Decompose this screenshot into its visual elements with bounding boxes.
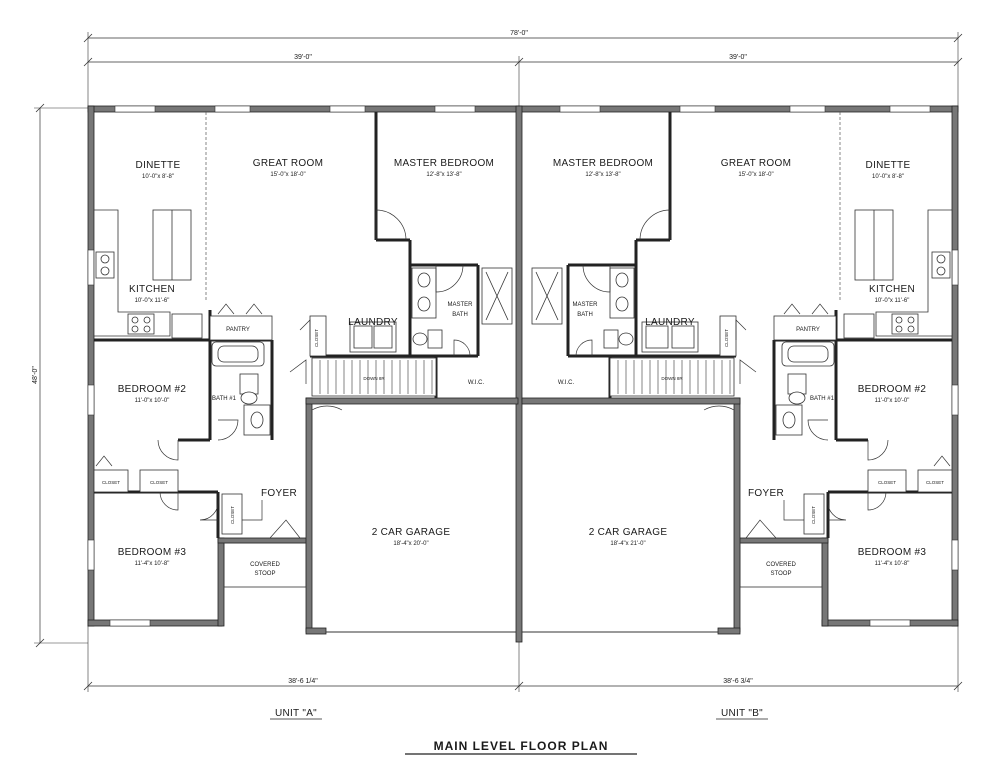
room-garage-b-size: 18'-4"x 21'-0" [610,541,645,547]
room-master-bath-b-2: BATH [577,312,593,318]
room-great-room-a-size: 15'-0"x 18'-0" [270,172,305,178]
room-stoop-a-2: STOOP [255,571,276,577]
dim-unit-a-bottom: 38'-6 1/4" [288,678,318,685]
room-dinette-a-size: 10'-0"x 8'-8" [142,174,174,180]
room-dinette-b: DINETTE [866,160,911,171]
exterior-walls [87,105,959,643]
room-closet-b2-a: CLOSET [102,480,120,485]
room-bath1-a: BATH #1 [212,396,237,402]
dim-unit-b-bottom: 38'-6 3/4" [723,678,753,685]
stoops [223,542,823,588]
room-bedroom3-b: BEDROOM #3 [858,547,927,558]
master-bath-fixtures [309,267,737,357]
room-great-room-b-size: 15'-0"x 18'-0" [738,172,773,178]
room-master-bath-b-1: MASTER [572,302,598,308]
unit-a-label: UNIT "A" [275,708,317,719]
closet-boxes [93,469,953,535]
room-laundry-a: LAUNDRY [348,317,398,328]
room-bedroom2-b-size: 11'-0"x 10'-0" [875,398,910,404]
room-bedroom3-a-size: 11'-4"x 10'-8" [135,561,170,567]
windows [87,105,959,627]
room-foyer-b: FOYER [748,488,784,499]
room-foyer-a: FOYER [261,488,297,499]
unit-b-label: UNIT "B" [721,708,763,719]
room-master-bedroom-a-size: 12'-8"x 13'-8" [426,172,461,178]
room-stair-b: DOWN 8R [661,376,683,381]
room-bedroom3-b-size: 11'-4"x 10'-8" [875,561,910,567]
dim-overall-width: 78'-0" [510,30,528,37]
pantry-shelves [209,303,837,341]
plan-title: MAIN LEVEL FLOOR PLAN [434,739,609,753]
stairs [311,357,735,397]
room-bedroom3-a: BEDROOM #3 [118,547,187,558]
room-laundry-b: LAUNDRY [645,317,695,328]
room-stair-a: DOWN 8R [363,376,385,381]
room-kitchen-b-size: 10'-0"x 11'-6" [875,298,910,304]
room-master-bedroom-b-size: 12'-8"x 13'-8" [585,172,620,178]
room-master-bedroom-a: MASTER BEDROOM [394,158,494,169]
door-swings [95,209,951,539]
room-pantry-b: PANTRY [796,327,820,333]
room-great-room-a: GREAT ROOM [253,158,323,169]
room-stoop-b-2: STOOP [771,571,792,577]
room-garage-a: 2 CAR GARAGE [372,527,451,538]
room-master-bath-a-2: BATH [452,312,468,318]
room-bedroom2-b: BEDROOM #2 [858,384,927,395]
room-bath1-b: BATH #1 [810,396,835,402]
room-closet-foyer-a: CLOSET [230,506,235,524]
unit-b-labels: MASTER BEDROOM 12'-8"x 13'-8" GREAT ROOM… [553,158,944,577]
room-closet-laundry-a: CLOSET [314,329,319,347]
room-garage-a-size: 18'-4"x 20'-0" [393,541,428,547]
dim-overall-depth: 48'-0" [32,366,39,384]
room-closet-b3-b: CLOSET [878,480,896,485]
room-kitchen-b: KITCHEN [869,284,915,295]
room-closet-foyer-b: CLOSET [811,506,816,524]
room-master-bath-a-1: MASTER [447,302,473,308]
room-stoop-a-1: COVERED [250,562,280,568]
dimension-lines [34,32,963,692]
room-great-room-b: GREAT ROOM [721,158,791,169]
room-wic-b: W.I.C. [558,380,575,386]
bath-fixtures [211,341,835,436]
room-bedroom2-a-size: 11'-0"x 10'-0" [135,398,170,404]
room-dinette-b-size: 10'-0"x 8'-8" [872,174,904,180]
room-bedroom2-a: BEDROOM #2 [118,384,187,395]
dim-unit-a-width: 39'-0" [294,54,312,61]
room-kitchen-a-size: 10'-0"x 11'-6" [135,298,170,304]
kitchen-counters [93,209,953,339]
unit-a-labels: DINETTE 10'-0"x 8'-8" GREAT ROOM 15'-0"x… [102,158,494,577]
room-closet-laundry-b: CLOSET [724,329,729,347]
room-kitchen-a: KITCHEN [129,284,175,295]
room-wic-a: W.I.C. [468,380,485,386]
room-garage-b: 2 CAR GARAGE [589,527,668,538]
stair-treads [319,360,731,394]
dim-unit-b-width: 39'-0" [729,54,747,61]
room-closet-b2-b: CLOSET [926,480,944,485]
room-stoop-b-1: COVERED [766,562,796,568]
room-dinette-a: DINETTE [136,160,181,171]
room-closet-b3-a: CLOSET [150,480,168,485]
room-master-bedroom-b: MASTER BEDROOM [553,158,653,169]
room-pantry-a: PANTRY [226,327,250,333]
